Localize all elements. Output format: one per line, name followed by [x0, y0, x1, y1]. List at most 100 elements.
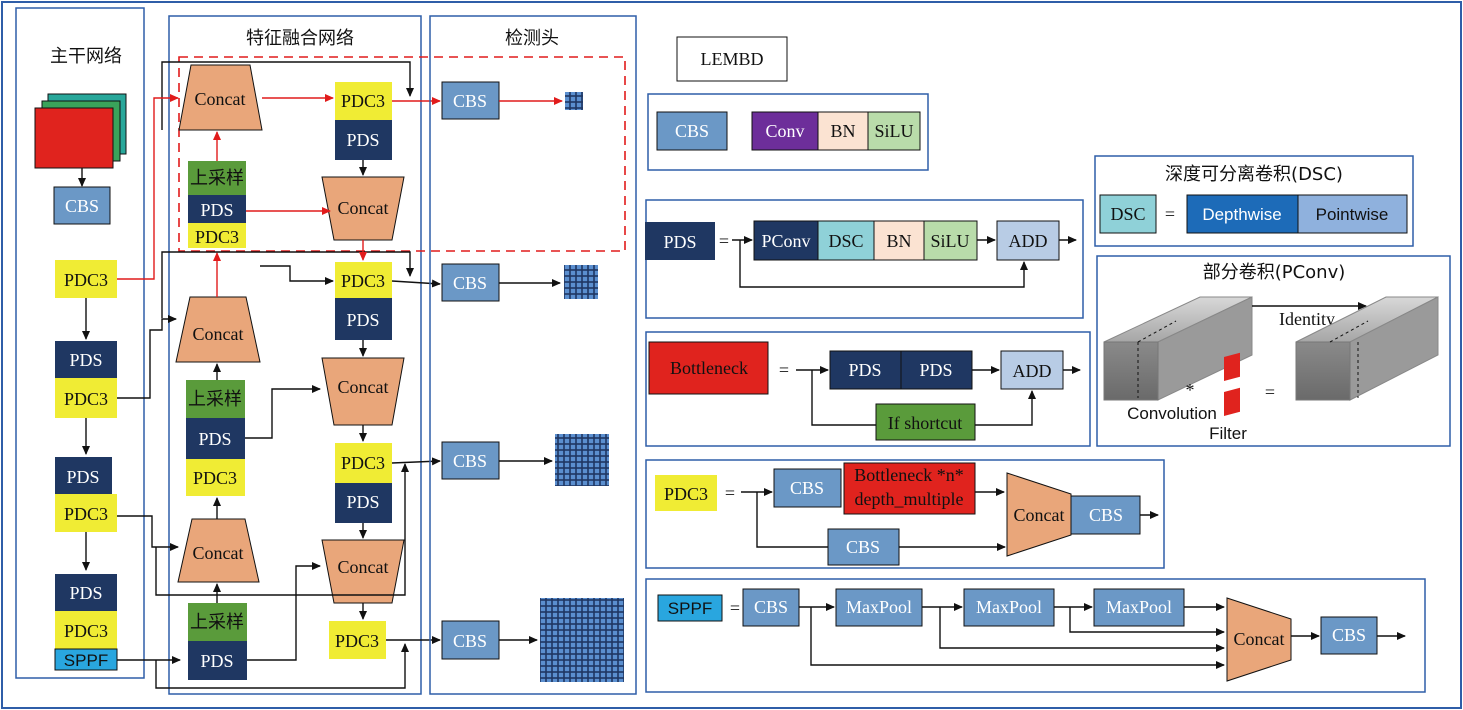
dsc-def-name: DSC: [1110, 204, 1145, 224]
sppf-def-maxpool-1: MaxPool: [846, 597, 912, 617]
neck-pds-5-label: PDS: [200, 651, 233, 671]
neck-upsample-2: [186, 380, 245, 418]
sppf-def-cbs: CBS: [754, 597, 788, 617]
pconv-def-eq: =: [1265, 382, 1275, 402]
neck-pdc3-5-label: PDC3: [193, 468, 237, 488]
neck-pdc3-2: [335, 262, 392, 298]
pconv-def-title: 部分卷积(PConv): [1203, 262, 1346, 283]
dsc-definition-panel: 深度可分离卷积(DSC) DSC = Depthwise Pointwise: [1094, 155, 1414, 247]
backbone-pds-3-label: PDS: [69, 583, 102, 603]
cbs-definition-panel: CBS Conv BN SiLU: [647, 93, 929, 171]
pdc3-def-name: PDC3: [664, 484, 708, 504]
neck-pds-top-label: PDS: [346, 130, 379, 150]
backbone-pdc3-3: [55, 494, 117, 532]
highlight-dashed-box: [178, 56, 626, 252]
neck-title: 特征融合网络: [246, 28, 354, 49]
pconv-def-convolution: Convolution: [1127, 404, 1217, 423]
backbone-pds-1: [55, 341, 117, 378]
backbone-panel: 主干网络 CBS PDC3 PDS PDC3 PDS PDC3 PDS PDC3…: [15, 7, 145, 679]
pds-def-bn: BN: [886, 231, 911, 251]
neck-pdc3-5: [186, 459, 245, 496]
neck-pds-4: [186, 418, 245, 459]
neck-concat-2-label: Concat: [193, 324, 244, 344]
dsc-def-eq: =: [1165, 204, 1175, 224]
output-grid-small-icon: [565, 92, 583, 110]
feature-map-output-icon: [1295, 296, 1439, 401]
backbone-pdc3-1-label: PDC3: [64, 270, 108, 290]
pconv-def-filter: Filter: [1209, 424, 1247, 443]
neck-pds-2: [335, 298, 392, 340]
output-grid-xlarge-icon: [540, 598, 624, 682]
neck-pds-3-label: PDS: [346, 492, 379, 512]
cbs-def-name: CBS: [675, 121, 709, 141]
sppf-def-cbs2: CBS: [1332, 625, 1366, 645]
cbs-def-bn: BN: [830, 121, 855, 141]
neck-upsample-3: [188, 603, 247, 641]
head-cbs-2: [441, 263, 500, 302]
neck-concat-top-inv: [321, 176, 405, 241]
neck-pds-3: [335, 483, 392, 523]
dsc-def-pointwise: Pointwise: [1316, 205, 1389, 224]
pds-def-eq: =: [719, 231, 729, 251]
neck-pdc3-4-label: PDC3: [335, 631, 379, 651]
sppf-definition-panel: SPPF = CBS MaxPool MaxPool MaxPool Conca…: [645, 578, 1426, 693]
cbs-def-conv: Conv: [765, 121, 804, 141]
lembd-title-box: [676, 36, 788, 82]
backbone-pds-3: [55, 574, 117, 611]
bottleneck-def-pds-1: PDS: [848, 360, 881, 380]
pds-def-silu: SiLU: [930, 231, 969, 251]
dsc-def-depthwise: Depthwise: [1202, 205, 1281, 224]
pdc3-def-concat: Concat: [1014, 505, 1065, 525]
neck-concat-low-inv: [321, 539, 405, 604]
cbs-def-silu: SiLU: [874, 121, 913, 141]
pdc3-def-bottleneck-line2: depth_multiple: [855, 489, 964, 509]
input-image-stack-icon: [34, 93, 127, 169]
sppf-def-concat: Concat: [1234, 629, 1285, 649]
neck-pdc3-3-label: PDC3: [341, 453, 385, 473]
backbone-sppf-label: SPPF: [64, 651, 108, 670]
output-grid-medium-icon: [564, 265, 598, 299]
neck-upsample-3-label: 上采样: [190, 612, 244, 633]
backbone-pdc3-2-label: PDC3: [64, 389, 108, 409]
pds-def-add: ADD: [1009, 231, 1048, 251]
head-panel: 检测头 CBS CBS CBS CBS: [429, 15, 637, 695]
bottleneck-def-eq: =: [779, 360, 789, 380]
neck-concat-3: [177, 518, 260, 583]
pconv-def-star: *: [1186, 380, 1195, 400]
neck-pdc3-4: [329, 621, 386, 659]
neck-pdc3-3: [335, 443, 392, 483]
neck-concat-1: [178, 64, 263, 131]
backbone-pds-1-label: PDS: [69, 350, 102, 370]
backbone-title: 主干网络: [50, 46, 122, 67]
backbone-pds-2: [55, 457, 112, 494]
neck-pdc3-top: [335, 82, 392, 120]
neck-upsample-1-label: 上采样: [190, 168, 244, 189]
sppf-def-maxpool-2: MaxPool: [976, 597, 1042, 617]
neck-pdc3-1-label: PDC3: [195, 227, 239, 247]
neck-concat-top-inv-label: Concat: [338, 198, 389, 218]
neck-pds-2-label: PDS: [346, 310, 379, 330]
head-cbs-4: [441, 620, 500, 660]
neck-pds-top: [335, 120, 392, 160]
bottleneck-def-pds-2: PDS: [919, 360, 952, 380]
neck-concat-3-label: Concat: [193, 543, 244, 563]
neck-connectors: [117, 61, 441, 689]
neck-upsample-1: [188, 161, 246, 195]
pds-def-name: PDS: [663, 232, 696, 252]
bottleneck-def-name: Bottleneck: [670, 358, 748, 378]
backbone-pds-2-label: PDS: [66, 467, 99, 487]
head-cbs-1: [441, 81, 500, 120]
red-path-arrows: [117, 94, 367, 280]
head-cbs-3-label: CBS: [453, 451, 487, 471]
pds-def-pconv: PConv: [761, 231, 810, 251]
bottleneck-def-shortcut: If shortcut: [888, 413, 962, 433]
neck-concat-2: [175, 296, 261, 363]
pdc3-def-cbs-branch: CBS: [846, 537, 880, 557]
pconv-def-identity: Identity: [1279, 309, 1335, 329]
neck-pdc3-2-label: PDC3: [341, 271, 385, 291]
backbone-cbs: [53, 186, 111, 225]
neck-concat-mid-inv-label: Concat: [338, 377, 389, 397]
neck-pds-5: [188, 641, 247, 680]
